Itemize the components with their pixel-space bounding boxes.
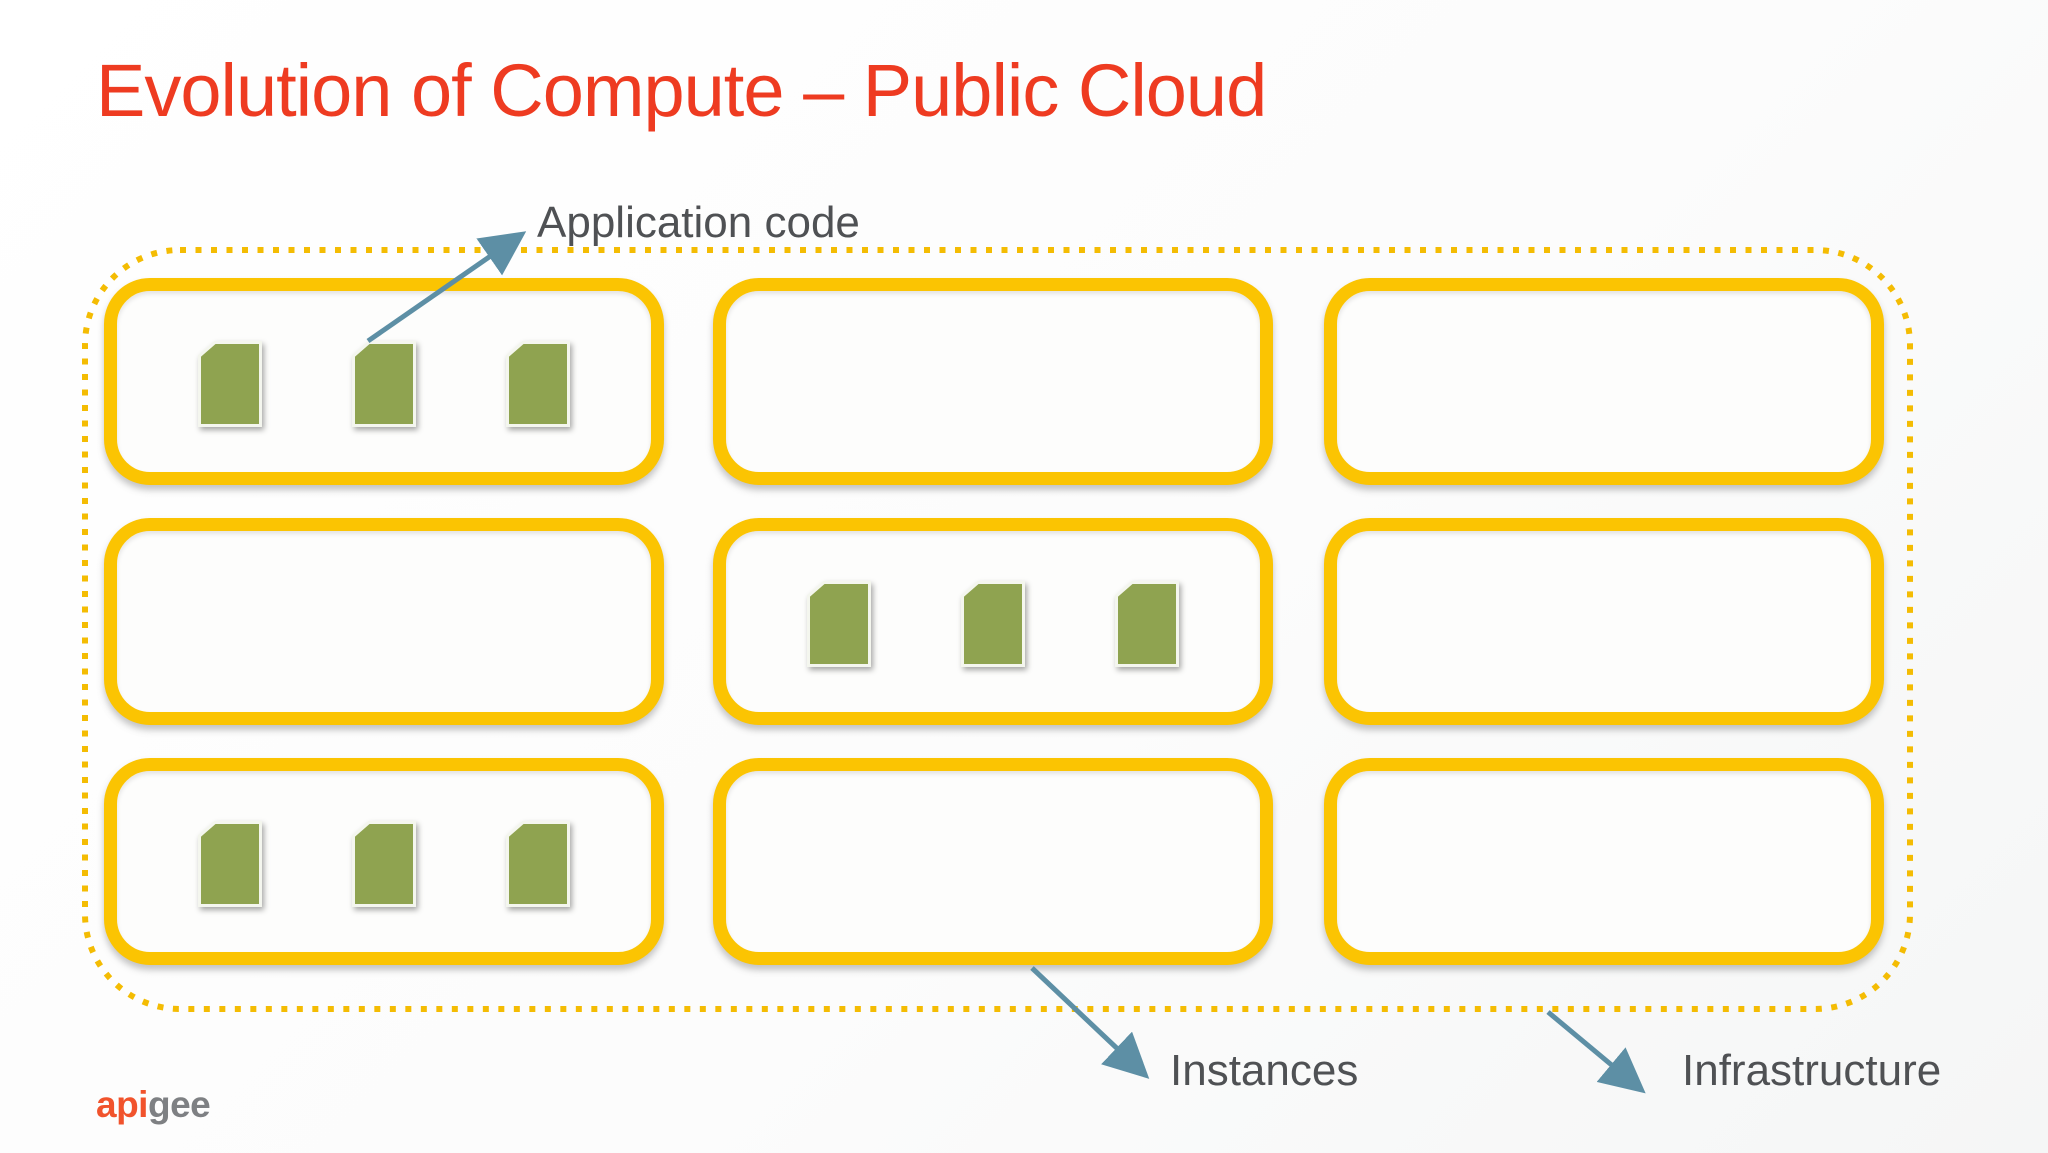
instance-box-r3c3 <box>1324 758 1884 965</box>
application-code-doc-icon <box>198 340 262 427</box>
instance-box-r1c3 <box>1324 278 1884 485</box>
instance-box-r2c3 <box>1324 518 1884 725</box>
application-code-doc-icon <box>352 340 416 427</box>
application-code-docs <box>117 291 651 472</box>
application-code-label: Application code <box>537 198 860 247</box>
dotted-border-icon <box>82 247 1913 1012</box>
application-code-doc-icon <box>506 820 570 907</box>
instance-box-r1c1 <box>104 278 664 485</box>
application-code-doc-icon <box>198 820 262 907</box>
apigee-logo: apigee <box>96 1084 211 1126</box>
instance-box-r3c1 <box>104 758 664 965</box>
application-code-doc-icon <box>961 580 1025 667</box>
application-code-docs <box>117 771 651 952</box>
application-code-doc-icon <box>506 340 570 427</box>
infrastructure-boundary <box>82 247 1913 1012</box>
infrastructure-label: Infrastructure <box>1682 1046 1942 1095</box>
infrastructure-arrow-icon <box>1546 1010 1646 1094</box>
instance-box-r1c2 <box>713 278 1273 485</box>
instance-box-r2c1 <box>104 518 664 725</box>
apigee-logo-api: api <box>96 1084 148 1125</box>
application-code-doc-icon <box>1115 580 1179 667</box>
instance-box-r3c2 <box>713 758 1273 965</box>
slide-title: Evolution of Compute – Public Cloud <box>96 49 1267 132</box>
instance-box-r2c2 <box>713 518 1273 725</box>
application-code-docs <box>726 531 1260 712</box>
apigee-logo-gee: gee <box>147 1084 211 1125</box>
application-code-doc-icon <box>807 580 871 667</box>
application-code-doc-icon <box>352 820 416 907</box>
instances-label: Instances <box>1170 1046 1359 1095</box>
